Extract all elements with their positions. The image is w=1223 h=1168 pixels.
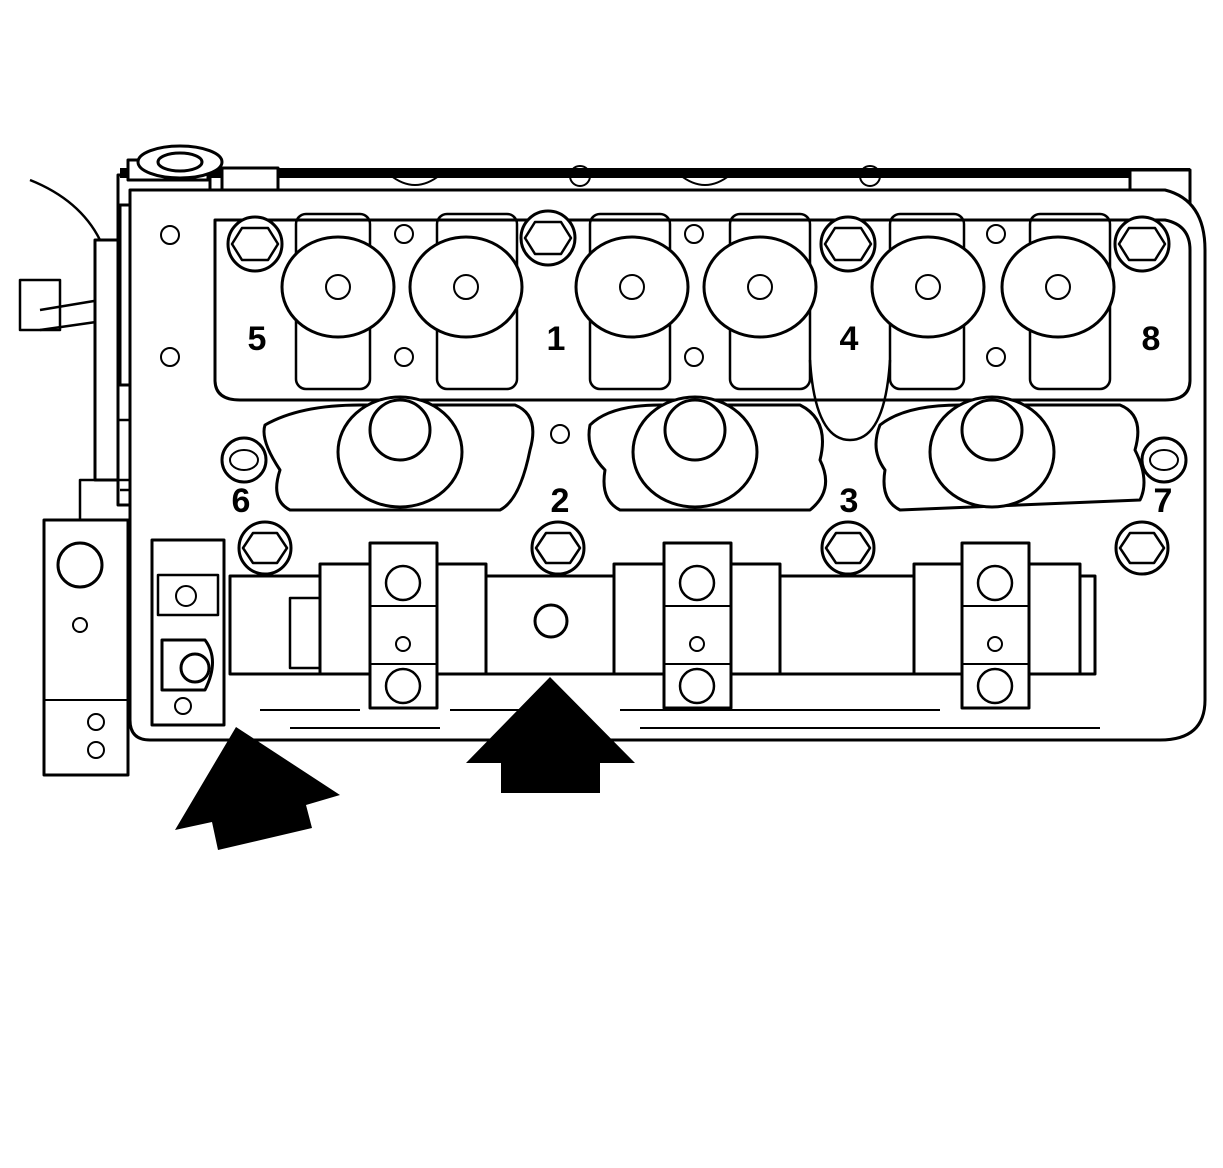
bolt-7 [1140,436,1188,484]
bolt-8 [1113,215,1171,273]
seq-label-8: 8 [1142,320,1161,358]
bolt-4 [819,215,877,273]
bolt-5 [226,215,284,273]
seq-label-2: 2 [551,482,570,520]
seq-label-1: 1 [547,320,566,358]
left-arrow [175,727,340,850]
sequence-labels: 5 1 4 8 6 2 3 7 [232,320,1173,520]
middle-chambers [262,395,1146,512]
lower-camshaft [150,538,1100,729]
seq-label-3: 3 [840,482,859,520]
bolt-1 [519,209,577,267]
arrows [175,677,635,850]
bolt-lower-right [1114,520,1170,576]
seq-label-6: 6 [232,482,251,520]
seq-label-4: 4 [840,320,859,358]
bolt-lower-left [237,520,293,576]
seq-label-5: 5 [248,320,267,358]
cap-3 [960,541,1031,710]
cap-1 [368,541,439,710]
seq-label-7: 7 [1154,482,1173,520]
bolt-2 [530,520,586,576]
cap-2 [662,541,733,710]
bolt-3 [820,520,876,576]
upper-cam-carrier [160,212,1192,442]
lower-bolts [237,520,1170,576]
bolt-6 [220,436,268,484]
center-arrow [466,677,635,793]
upper-bolts [226,209,1171,273]
side-bolts [220,436,1188,484]
